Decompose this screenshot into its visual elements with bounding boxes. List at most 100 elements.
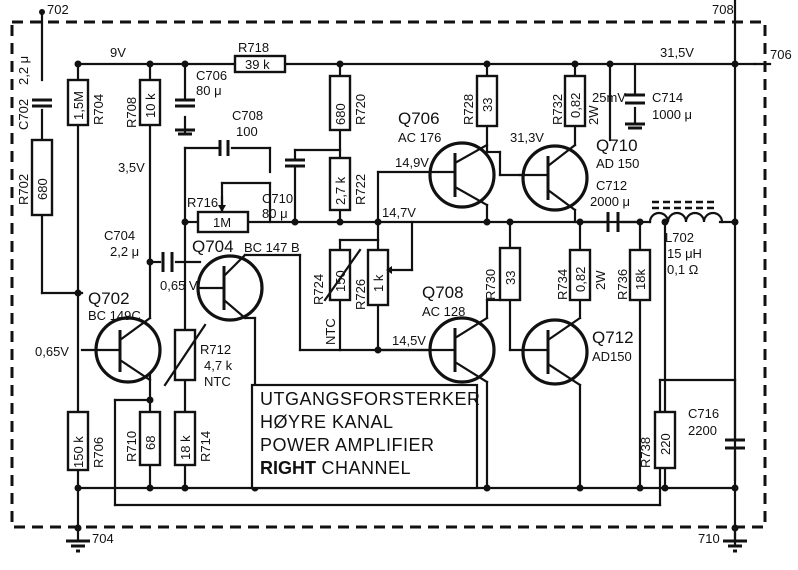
r708-value: 10 k <box>143 93 158 118</box>
transistor-q712 <box>521 316 589 387</box>
r726-name: R726 <box>353 279 368 310</box>
r732-name: R732 <box>550 94 565 125</box>
r724-value: 150 <box>333 270 348 292</box>
caption-box <box>250 383 479 490</box>
resistor-bodies <box>30 54 677 472</box>
caption-line-1: UTGANGSFORSTERKER <box>260 389 481 409</box>
voltage-14-7v: 14,7V <box>382 205 416 220</box>
wires <box>40 0 772 547</box>
r716-value: 1M <box>213 215 231 230</box>
voltage-25mv: 25mV <box>592 90 626 105</box>
enclosure-border <box>10 20 767 529</box>
r728-name: R728 <box>461 94 476 125</box>
voltage-0-65v-b: 0,65 V <box>160 278 198 293</box>
resistor-r732 <box>563 74 587 128</box>
node-706: 706 <box>770 47 792 62</box>
r730-value: 33 <box>503 271 518 285</box>
resistor-r718 <box>233 54 287 74</box>
c712-name: C712 <box>596 178 627 193</box>
r712-type: NTC <box>204 374 231 389</box>
node-710: 710 <box>698 531 720 546</box>
c702-name: C702 <box>16 99 31 130</box>
q706-name: Q706 <box>398 109 440 128</box>
voltage-14-9v: 14,9V <box>395 155 429 170</box>
transistor-q710 <box>518 143 589 212</box>
caption-line-3: POWER AMPLIFIER <box>260 435 435 455</box>
voltage-3-5v: 3,5V <box>118 160 145 175</box>
r716-name: R716 <box>187 195 218 210</box>
c704-value: 2,2 μ <box>110 244 139 259</box>
r718-name: R718 <box>238 40 269 55</box>
c714-value: 1000 μ <box>652 107 692 122</box>
r710-value: 68 <box>143 436 158 450</box>
c710-value: 80 μ <box>262 206 288 221</box>
r718-value: 39 k <box>245 57 270 72</box>
resistor-r708 <box>138 78 162 127</box>
resistor-r738 <box>653 410 677 470</box>
r726-value: 1 k <box>371 274 386 292</box>
c708-name: C708 <box>232 108 263 123</box>
c702-value: 2,2 μ <box>16 56 31 85</box>
transistor-q706 <box>428 141 496 209</box>
resistor-r720 <box>328 74 352 132</box>
transistor-q704 <box>196 253 264 322</box>
q706-type: AC 176 <box>398 130 441 145</box>
node-704: 704 <box>92 531 114 546</box>
voltage-31-5v: 31,5V <box>660 45 694 60</box>
r732-value: 0,82 <box>568 93 583 118</box>
c716-value: 2200 <box>688 423 717 438</box>
r738-name: R738 <box>638 437 653 468</box>
r706-name: R706 <box>91 437 106 468</box>
resistor-r728 <box>475 74 499 128</box>
r712-value: 4,7 k <box>204 358 233 373</box>
l702-value1: 15 μH <box>667 246 702 261</box>
l702-name: L702 <box>665 230 694 245</box>
voltage-31-3v: 31,3V <box>510 130 544 145</box>
resistor-r702 <box>30 138 54 217</box>
r714-value: 18 k <box>178 435 193 460</box>
resistor-r716 <box>196 210 250 234</box>
c716-name: C716 <box>688 406 719 421</box>
q704-type: BC 147 B <box>244 240 300 255</box>
r720-value: 680 <box>333 103 348 125</box>
node-702: 702 <box>47 2 69 17</box>
r704-name: R704 <box>91 94 106 125</box>
r706-value: 150 k <box>71 436 86 468</box>
q704-name: Q704 <box>192 237 234 256</box>
r734-value: 0,82 <box>573 267 588 292</box>
q702-name: Q702 <box>88 289 130 308</box>
c714-name: C714 <box>652 90 683 105</box>
voltage-0-65v-a: 0,65V <box>35 344 69 359</box>
c710-name: C710 <box>262 191 293 206</box>
voltage-9v: 9V <box>110 45 126 60</box>
r708-name: R708 <box>124 97 139 128</box>
transistor-q702 <box>80 316 162 384</box>
r736-name: R736 <box>615 269 630 300</box>
resistor-r734 <box>568 248 592 302</box>
resistor-r706 <box>66 410 90 472</box>
r724-type: NTC <box>323 318 338 345</box>
q710-name: Q710 <box>596 136 638 155</box>
q702-type: BC 149C <box>88 308 141 323</box>
caption-line-2: HØYRE KANAL <box>260 412 394 432</box>
transistor-q708 <box>428 316 496 384</box>
resistor-r730 <box>498 246 522 302</box>
c706-name: C706 <box>196 68 227 83</box>
voltage-14-5v: 14,5V <box>392 333 426 348</box>
resistor-r704 <box>66 78 90 127</box>
capacitors <box>32 93 745 450</box>
q708-type: AC 128 <box>422 304 465 319</box>
r724-name: R724 <box>311 274 326 305</box>
r738-value: 220 <box>658 433 673 455</box>
c706-value: 80 μ <box>196 83 222 98</box>
r730-name: R730 <box>483 269 498 300</box>
resistor-r722 <box>328 156 352 212</box>
l702-value2: 0,1 Ω <box>667 262 699 277</box>
r704-value: 1,5M <box>71 91 86 120</box>
r714-name: R714 <box>198 431 213 462</box>
c708-value: 100 <box>236 124 258 139</box>
r734-name: R734 <box>555 269 570 300</box>
resistor-r736 <box>628 248 652 302</box>
q712-name: Q712 <box>592 328 634 347</box>
r722-name: R722 <box>353 174 368 205</box>
